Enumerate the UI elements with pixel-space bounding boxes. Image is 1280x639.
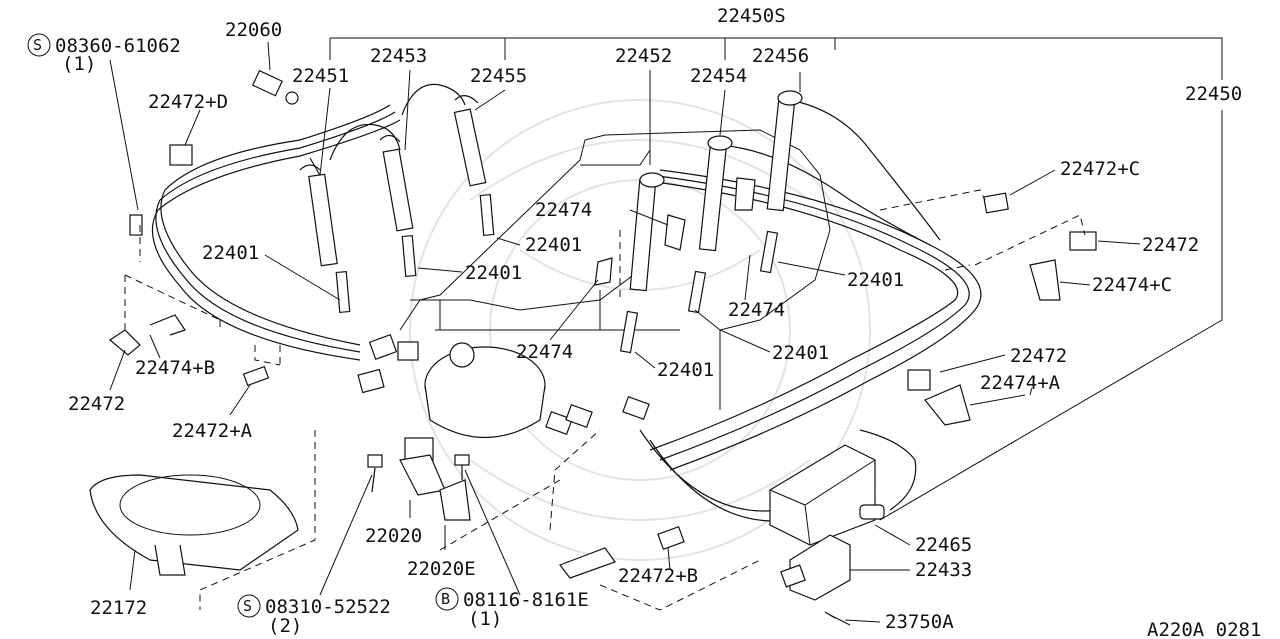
label-08310-52522[interactable]: 08310-52522 xyxy=(265,596,391,618)
label-22450S[interactable]: 22450S xyxy=(717,5,786,27)
label-22450[interactable]: 22450 xyxy=(1185,83,1242,105)
label-22172[interactable]: 22172 xyxy=(90,597,147,619)
label-22465[interactable]: 22465 xyxy=(915,534,972,556)
distributor-assembly xyxy=(357,334,650,439)
label-22020[interactable]: 22020 xyxy=(365,525,422,547)
label-22401-right[interactable]: 22401 xyxy=(847,269,904,291)
label-08310-qty: (2) xyxy=(268,615,302,637)
label-22454[interactable]: 22454 xyxy=(690,65,747,87)
label-22472-left[interactable]: 22472 xyxy=(68,393,125,415)
label-22401-mid-top[interactable]: 22401 xyxy=(525,234,582,256)
plug-wire-boots-right xyxy=(629,90,803,292)
label-22474-top[interactable]: 22474 xyxy=(535,199,592,221)
label-22401-left[interactable]: 22401 xyxy=(202,242,259,264)
label-08360-61062[interactable]: 08360-61062 xyxy=(55,35,181,57)
figure-code: A220A 0281 xyxy=(1147,619,1261,639)
label-22474-right[interactable]: 22474 xyxy=(728,299,785,321)
spark-plugs xyxy=(335,193,779,354)
label-22452[interactable]: 22452 xyxy=(615,45,672,67)
clips-and-brackets xyxy=(108,69,1097,579)
label-22453[interactable]: 22453 xyxy=(370,45,427,67)
plug-wire-boots-left xyxy=(299,83,487,267)
label-22456[interactable]: 22456 xyxy=(752,45,809,67)
prefix-s-08310: S xyxy=(243,597,252,615)
label-08116-8161E[interactable]: 08116-8161E xyxy=(463,589,589,611)
label-22433[interactable]: 22433 xyxy=(915,559,972,581)
label-22472-d[interactable]: 22472+D xyxy=(148,91,228,113)
label-08360-qty: (1) xyxy=(62,53,96,75)
power-transistor-22433 xyxy=(780,534,851,626)
label-22401-mid[interactable]: 22401 xyxy=(465,262,522,284)
label-22451[interactable]: 22451 xyxy=(292,65,349,87)
ignition-coil xyxy=(769,444,885,546)
dashed-reference-lines xyxy=(124,189,1086,611)
label-22455[interactable]: 22455 xyxy=(470,65,527,87)
label-22474-c[interactable]: 22474+C xyxy=(1092,274,1172,296)
label-23750A[interactable]: 23750A xyxy=(885,611,954,633)
label-08116-qty: (1) xyxy=(468,608,502,630)
label-22401-lower-right[interactable]: 22401 xyxy=(772,342,829,364)
label-22472-b[interactable]: 22472+B xyxy=(618,565,698,587)
label-22472-c[interactable]: 22472+C xyxy=(1060,158,1140,180)
label-22472-a[interactable]: 22472+A xyxy=(172,420,253,442)
leader-lines xyxy=(109,37,1223,623)
label-22060[interactable]: 22060 xyxy=(225,19,282,41)
ignition-wire-harness xyxy=(151,99,982,522)
label-22401-bottom[interactable]: 22401 xyxy=(657,359,714,381)
label-22474-b[interactable]: 22474+B xyxy=(135,357,215,379)
circled-prefix-markers xyxy=(27,33,459,618)
label-22472-mid-right[interactable]: 22472 xyxy=(1010,345,1067,367)
engine-cover-22172 xyxy=(89,474,299,576)
label-22020E[interactable]: 22020E xyxy=(407,558,476,580)
bolts xyxy=(367,454,470,493)
label-22474-a[interactable]: 22474+A xyxy=(980,372,1061,394)
prefix-b-08116: B xyxy=(441,590,450,608)
prefix-s-08360: S xyxy=(33,36,42,54)
label-22472-right[interactable]: 22472 xyxy=(1142,234,1199,256)
label-22474-bottom[interactable]: 22474 xyxy=(516,341,573,363)
